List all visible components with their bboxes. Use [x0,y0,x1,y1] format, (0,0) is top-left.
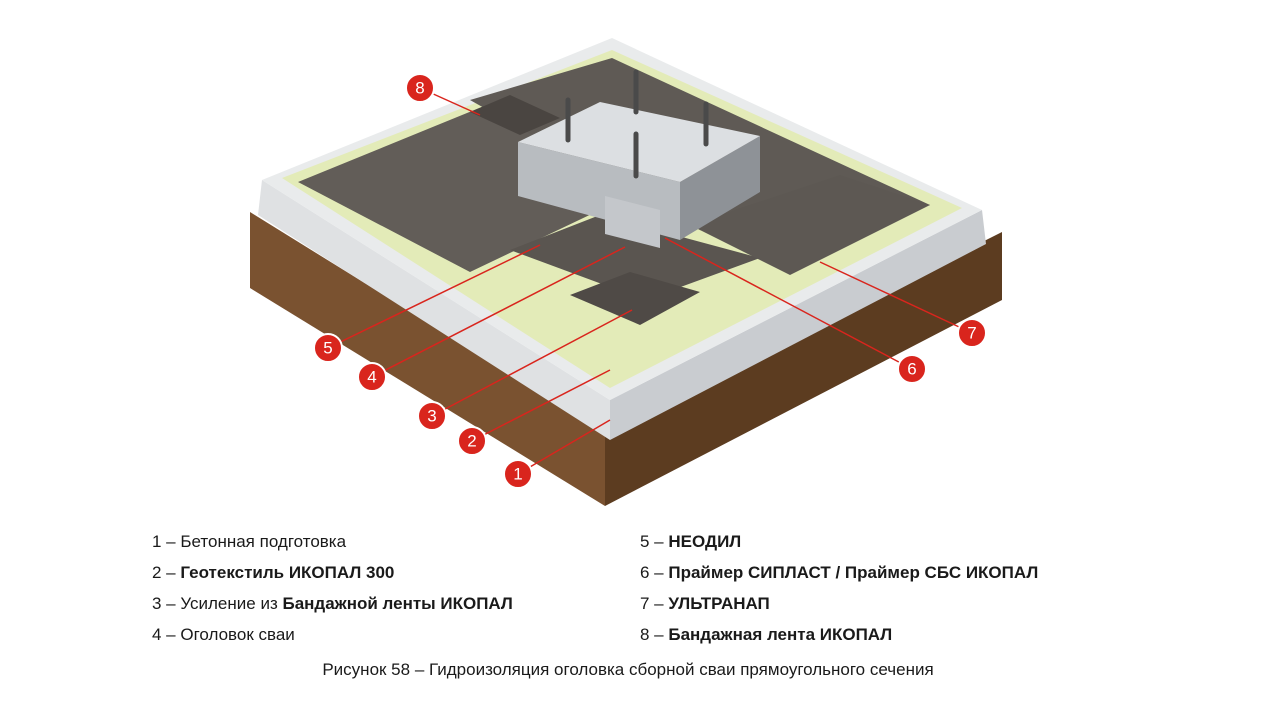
callout-3: 3 [417,309,633,431]
callout-circle [417,401,447,431]
soil-layer-left-face [250,212,605,506]
callout-7: 7 [819,261,987,348]
bandage-strip-back [470,95,560,135]
legend-item-prefix: 6 – [640,563,669,582]
legend-item-prefix: 7 – [640,594,669,613]
legend-item-prefix: 3 – [152,594,181,613]
callout-circle [897,354,927,384]
bandage-strip-front [570,272,700,325]
legend-item-bold: Бандажная лента ИКОПАЛ [668,625,893,644]
legend-item: 2 – Геотекстиль ИКОПАЛ 300 [152,562,513,593]
legend-item-bold: Геотекстиль ИКОПАЛ 300 [180,563,395,582]
callout-number: 3 [427,407,436,426]
legend-item: 1 – Бетонная подготовка [152,531,513,562]
callout-leader-line [819,261,973,334]
callout-number: 4 [367,368,376,387]
legend-item-plain: Оголовок сваи [180,625,295,644]
figure-caption: Рисунок 58 – Гидроизоляция оголовка сбор… [322,660,934,679]
callout-1: 1 [503,419,611,489]
callout-number: 5 [323,339,332,358]
legend-item-prefix: 4 – [152,625,181,644]
callout-4: 4 [357,246,626,392]
legend-item-prefix: 8 – [640,625,669,644]
pile-head-waterproofing-diagram: 1 2 3 4 5 6 7 8 [250,38,1002,506]
callout-leader-line [327,244,541,349]
callout-leader-line [517,419,611,475]
legend-item: 6 – Праймер СИПЛАСТ / Праймер СБС ИКОПАЛ [640,562,1038,593]
callout-leader-line [664,237,913,370]
legend-item-prefix: 2 – [152,563,181,582]
legend-item: 4 – Оголовок сваи [152,624,513,655]
callout-number: 1 [513,465,522,484]
callout-circle [503,459,533,489]
callout-circle [405,73,435,103]
legend-item-plain: Усиление из [180,594,283,613]
concrete-layer-left-face [258,180,610,440]
membrane-right [690,175,930,275]
callout-6: 6 [664,237,927,384]
callout-8: 8 [405,73,481,116]
concrete-layer-right-face [610,210,986,440]
pile-head-right-face [680,136,760,240]
legend-item-bold: НЕОДИЛ [668,532,742,551]
legend-item-bold: Праймер СИПЛАСТ / Праймер СБС ИКОПАЛ [668,563,1039,582]
pile-head-top [518,102,760,182]
callout-number: 7 [967,324,976,343]
legend-item: 7 – УЛЬТРАНАП [640,593,1038,624]
legend-item-prefix: 5 – [640,532,669,551]
legend-item: 5 – НЕОДИЛ [640,531,1038,562]
callout-5: 5 [313,244,541,363]
legend-item-bold: Бандажной ленты ИКОПАЛ [282,594,513,613]
legend-item: 8 – Бандажная лента ИКОПАЛ [640,624,1038,655]
callout-leader-line [471,369,611,442]
legend-item: 3 – Усиление из Бандажной ленты ИКОПАЛ [152,593,513,624]
callout-number: 2 [467,432,476,451]
membrane-front [510,215,760,300]
callout-2: 2 [457,369,611,456]
callout-number: 8 [415,79,424,98]
callout-leader-line [431,309,633,417]
legend-item-prefix: 1 – [152,532,181,551]
callout-circle [457,426,487,456]
callout-circle [957,318,987,348]
pile-shaft [605,196,660,248]
callout-number: 6 [907,360,916,379]
callout-leader-line [371,246,626,378]
callout-circle [313,333,343,363]
callout-circle [357,362,387,392]
legend-item-plain: Бетонная подготовка [180,532,347,551]
legend-item-bold: УЛЬТРАНАП [668,594,770,613]
rebar-group [565,69,709,179]
